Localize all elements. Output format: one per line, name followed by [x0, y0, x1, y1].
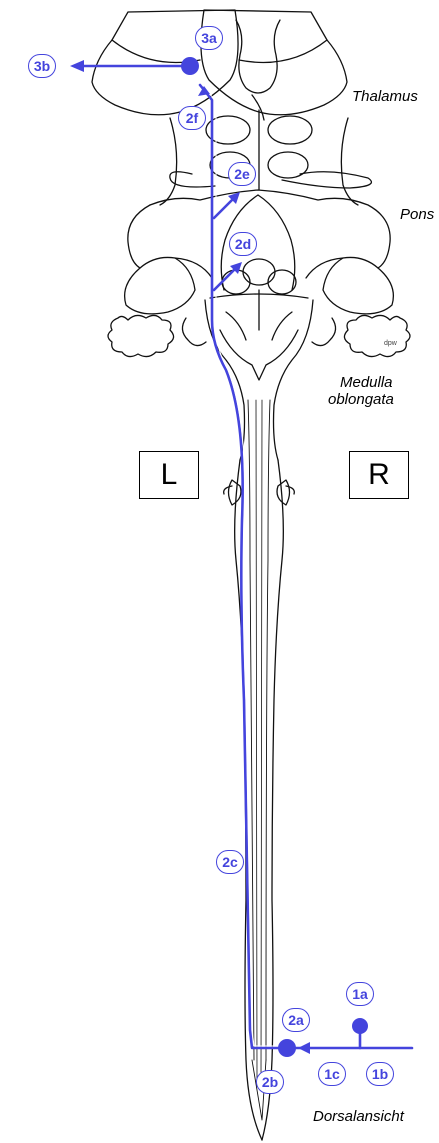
- label-thalamus: Thalamus: [352, 88, 418, 105]
- marker-1b: 1b: [366, 1062, 394, 1086]
- side-left-box: L: [139, 451, 199, 499]
- arrowhead-3b: [70, 60, 84, 72]
- neuron-3a-body: [181, 57, 199, 75]
- artist-signature: dpw: [384, 340, 397, 347]
- pathway-ascending: [200, 85, 412, 1048]
- marker-2a: 2a: [282, 1008, 310, 1032]
- neuron-1a-body: [352, 1018, 368, 1034]
- label-view: Dorsalansicht: [313, 1108, 404, 1125]
- marker-2c: 2c: [216, 850, 244, 874]
- label-oblongata: oblongata: [328, 391, 394, 408]
- marker-2f: 2f: [178, 106, 206, 130]
- marker-1a: 1a: [346, 982, 374, 1006]
- marker-3a: 3a: [195, 26, 223, 50]
- marker-2b: 2b: [256, 1070, 284, 1094]
- label-medulla: Medulla: [340, 374, 393, 391]
- marker-2e: 2e: [228, 162, 256, 186]
- marker-3b: 3b: [28, 54, 56, 78]
- arrowhead-1c: [298, 1042, 310, 1054]
- marker-2d: 2d: [229, 232, 257, 256]
- side-right-box: R: [349, 451, 409, 499]
- marker-1c: 1c: [318, 1062, 346, 1086]
- neuron-2a-body: [278, 1039, 296, 1057]
- label-pons: Pons: [400, 206, 434, 223]
